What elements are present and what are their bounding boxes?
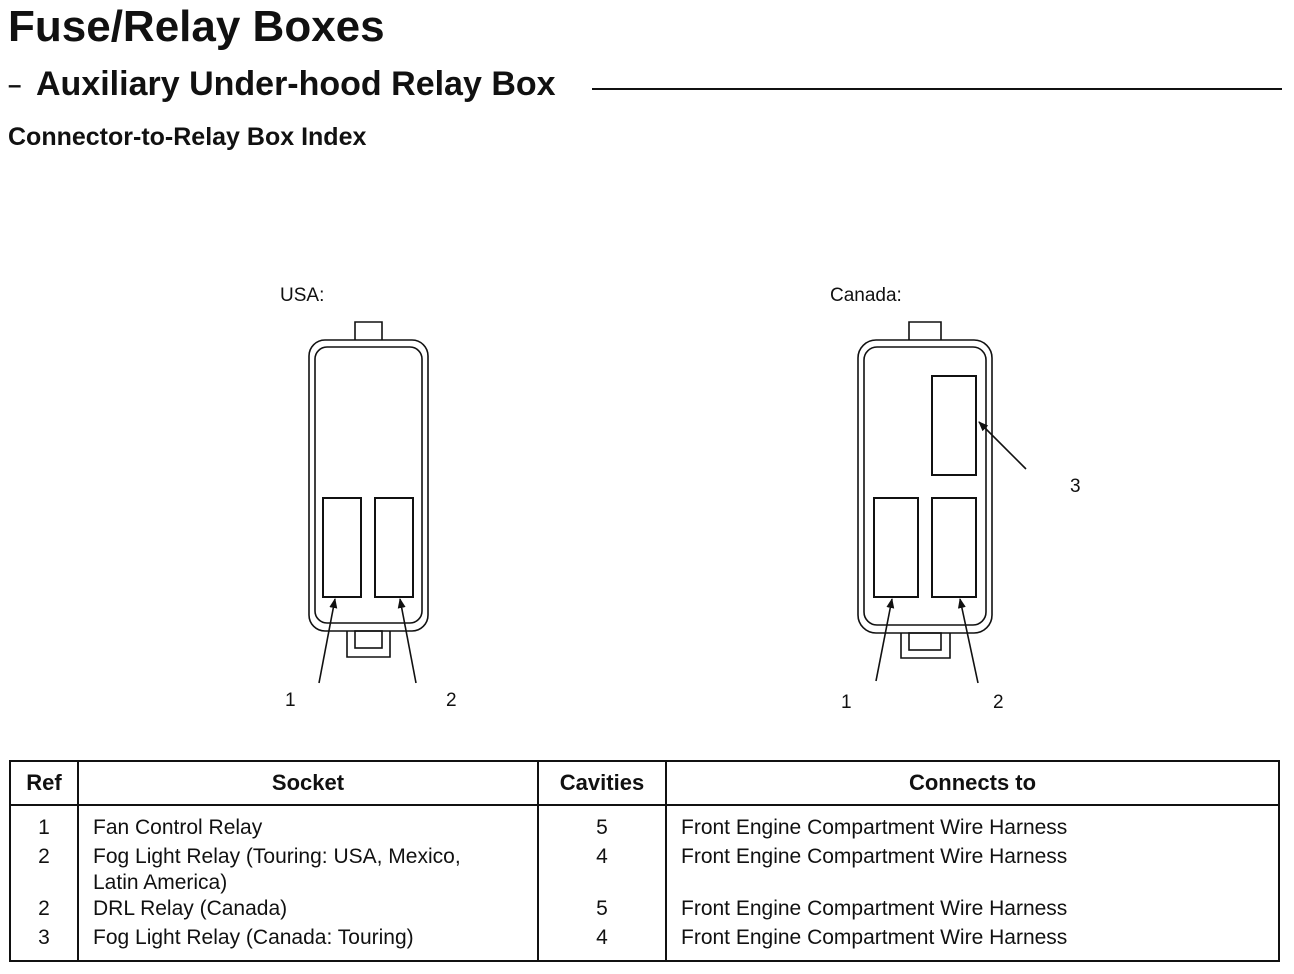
section-title: Connector-to-Relay Box Index — [8, 123, 367, 151]
table-row: 2 DRL Relay (Canada) 5 Front Engine Comp… — [9, 896, 1280, 925]
usa-callout-2: 2 — [446, 690, 457, 711]
canada-relay-slot-2 — [931, 497, 977, 598]
table-row: 1 Fan Control Relay 5 Front Engine Compa… — [9, 805, 1280, 844]
table-row: 3 Fog Light Relay (Canada: Touring) 4 Fr… — [9, 925, 1280, 961]
canada-label: Canada: — [830, 285, 902, 306]
header-cavities: Cavities — [537, 760, 667, 806]
canada-callout-2: 2 — [993, 692, 1004, 713]
cell-connects-to: Front Engine Compartment Wire Harness — [665, 844, 1280, 896]
usa-label: USA: — [280, 285, 324, 306]
table-header-row: Ref Socket Cavities Connects to — [9, 760, 1280, 806]
cell-cavities: 5 — [537, 896, 667, 925]
page-subtitle: Auxiliary Under-hood Relay Box — [36, 65, 556, 103]
header-socket: Socket — [77, 760, 539, 806]
usa-relay-box: USA: — [280, 285, 429, 684]
subtitle-dash: – — [8, 72, 22, 99]
canada-relay-slot-1 — [873, 497, 919, 598]
canada-relay-box: Canada: — [830, 285, 1027, 684]
canada-arrow-2 — [957, 598, 979, 684]
cell-connects-to: Front Engine Compartment Wire Harness — [665, 896, 1280, 925]
cell-ref: 2 — [9, 844, 79, 896]
usa-relay-slot-1 — [322, 497, 362, 598]
cell-socket: Fog Light Relay (Touring: USA, Mexico, L… — [77, 844, 539, 896]
canada-callout-3: 3 — [1070, 476, 1081, 497]
header-ref: Ref — [9, 760, 79, 806]
header-connects-to: Connects to — [665, 760, 1280, 806]
usa-callout-1: 1 — [285, 690, 296, 711]
page-title: Fuse/Relay Boxes — [8, 2, 385, 51]
subtitle-rule — [592, 88, 1282, 90]
cell-cavities: 4 — [537, 925, 667, 961]
cell-ref: 1 — [9, 805, 79, 844]
cell-socket: Fog Light Relay (Canada: Touring) — [77, 925, 539, 961]
cell-socket: Fan Control Relay — [77, 805, 539, 844]
cell-ref: 3 — [9, 925, 79, 961]
canada-arrow-1 — [875, 598, 895, 682]
cell-connects-to: Front Engine Compartment Wire Harness — [665, 805, 1280, 844]
cell-ref: 2 — [9, 896, 79, 925]
usa-arrow-2 — [397, 598, 417, 684]
usa-arrow-1 — [318, 598, 338, 684]
cell-connects-to: Front Engine Compartment Wire Harness — [665, 925, 1280, 961]
cell-cavities: 5 — [537, 805, 667, 844]
cell-cavities: 4 — [537, 844, 667, 896]
canada-arrow-3 — [978, 421, 1027, 470]
relay-box-diagram: USA: 1 2 Canada: — [280, 285, 1081, 713]
table-row: 2 Fog Light Relay (Touring: USA, Mexico,… — [9, 844, 1280, 896]
canada-callout-1: 1 — [841, 692, 852, 713]
cell-socket: DRL Relay (Canada) — [77, 896, 539, 925]
canada-relay-slot-3 — [931, 375, 977, 476]
usa-relay-slot-2 — [374, 497, 414, 598]
connector-index-table: Ref Socket Cavities Connects to 1 Fan Co… — [9, 760, 1280, 962]
